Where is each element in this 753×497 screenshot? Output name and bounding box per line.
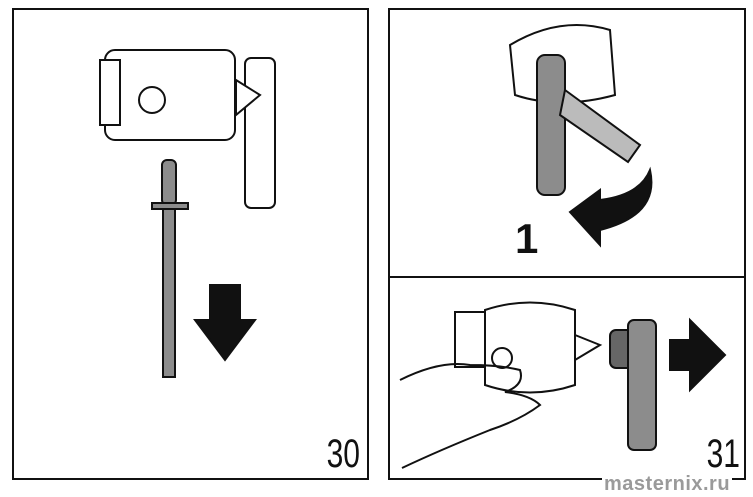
figure-30-drawing <box>99 49 276 378</box>
housing-button <box>138 86 166 114</box>
housing-button <box>491 347 513 369</box>
tube-old-position <box>558 88 642 164</box>
figure-number-30: 30 <box>326 432 360 476</box>
rotate-arrow-icon <box>568 166 653 248</box>
watermark: masternix.ru <box>602 473 733 496</box>
rod-head <box>161 159 177 206</box>
housing-body <box>484 301 576 394</box>
step-label: 1 <box>515 215 539 262</box>
connector-valve <box>235 78 262 118</box>
panel-divider <box>388 276 746 278</box>
tube <box>627 319 657 451</box>
figure-number-31: 31 <box>706 432 740 476</box>
valve <box>574 333 603 362</box>
hand-outline <box>399 363 542 469</box>
rod <box>162 208 176 378</box>
figure-30-panel <box>12 8 369 480</box>
figure-31-panel <box>388 8 746 480</box>
arrow-down-icon <box>193 284 257 362</box>
figure-31-top-drawing <box>508 24 653 248</box>
figure-31-bottom-drawing <box>399 301 727 469</box>
filter-housing <box>104 49 236 141</box>
tube-rotated <box>536 54 566 196</box>
tube-part <box>244 57 276 209</box>
arrow-right-icon <box>669 317 727 393</box>
housing-clip <box>99 59 121 126</box>
